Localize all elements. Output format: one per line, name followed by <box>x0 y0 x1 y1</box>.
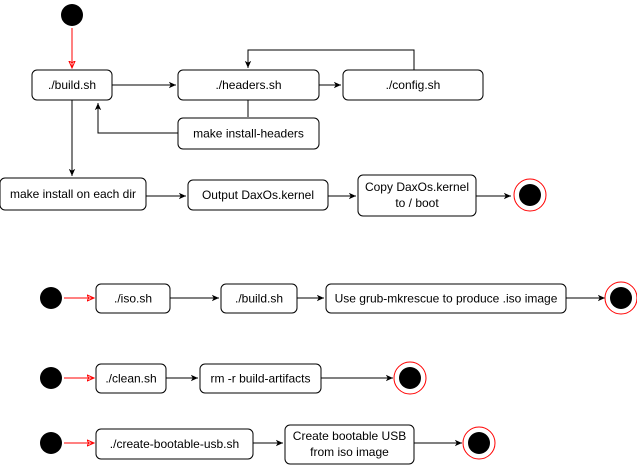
start-node-3 <box>40 367 62 389</box>
node-grub-label: Use grub-mkrescue to produce .iso image <box>335 292 558 306</box>
node-config-label: ./config.sh <box>386 78 441 92</box>
node-rm-artifacts-label: rm -r build-artifacts <box>210 372 310 386</box>
node-clean: ./clean.sh <box>95 363 167 394</box>
node-build-main: ./build.sh <box>31 69 113 101</box>
node-iso: ./iso.sh <box>95 283 171 314</box>
node-headers: ./headers.sh <box>177 69 320 101</box>
edge-config-to-headers <box>244 49 415 70</box>
node-clean-label: ./clean.sh <box>105 372 156 386</box>
end-node-4 <box>462 426 496 460</box>
node-install-each-label: make install on each dir <box>10 187 136 201</box>
node-output-kernel-label: Output DaxOs.kernel <box>202 188 314 202</box>
node-create-usb: ./create-bootable-usb.sh <box>95 428 254 460</box>
node-install-each: make install on each dir <box>0 177 147 211</box>
end-node-1 <box>513 178 547 212</box>
node-copy-kernel-line1: Copy DaxOs.kernel <box>365 180 469 194</box>
start-node-2 <box>40 287 62 309</box>
node-headers-label: ./headers.sh <box>215 78 281 92</box>
edge-install-headers-to-build <box>94 103 178 134</box>
node-rm-artifacts: rm -r build-artifacts <box>199 363 322 394</box>
node-install-headers: make install-headers <box>177 117 320 150</box>
node-iso-build: ./build.sh <box>220 283 298 314</box>
start-node-1 <box>61 4 83 26</box>
node-install-headers-label: make install-headers <box>193 127 304 141</box>
node-usb-from-iso-line2: from iso image <box>310 445 389 459</box>
node-grub: Use grub-mkrescue to produce .iso image <box>325 283 567 314</box>
node-copy-kernel: Copy DaxOs.kernel to / boot <box>357 174 477 217</box>
node-create-usb-label: ./create-bootable-usb.sh <box>110 437 239 451</box>
end-node-2 <box>604 281 637 315</box>
start-node-4 <box>40 432 62 454</box>
node-build-main-label: ./build.sh <box>48 78 96 92</box>
node-copy-kernel-line2: to / boot <box>395 196 439 210</box>
node-usb-from-iso-line1: Create bootable USB <box>293 429 406 443</box>
node-usb-from-iso: Create bootable USB from iso image <box>284 424 415 465</box>
node-output-kernel: Output DaxOs.kernel <box>187 179 329 211</box>
end-node-3 <box>393 361 427 395</box>
node-iso-build-label: ./build.sh <box>235 292 283 306</box>
node-iso-label: ./iso.sh <box>114 292 152 306</box>
node-config: ./config.sh <box>342 69 484 101</box>
